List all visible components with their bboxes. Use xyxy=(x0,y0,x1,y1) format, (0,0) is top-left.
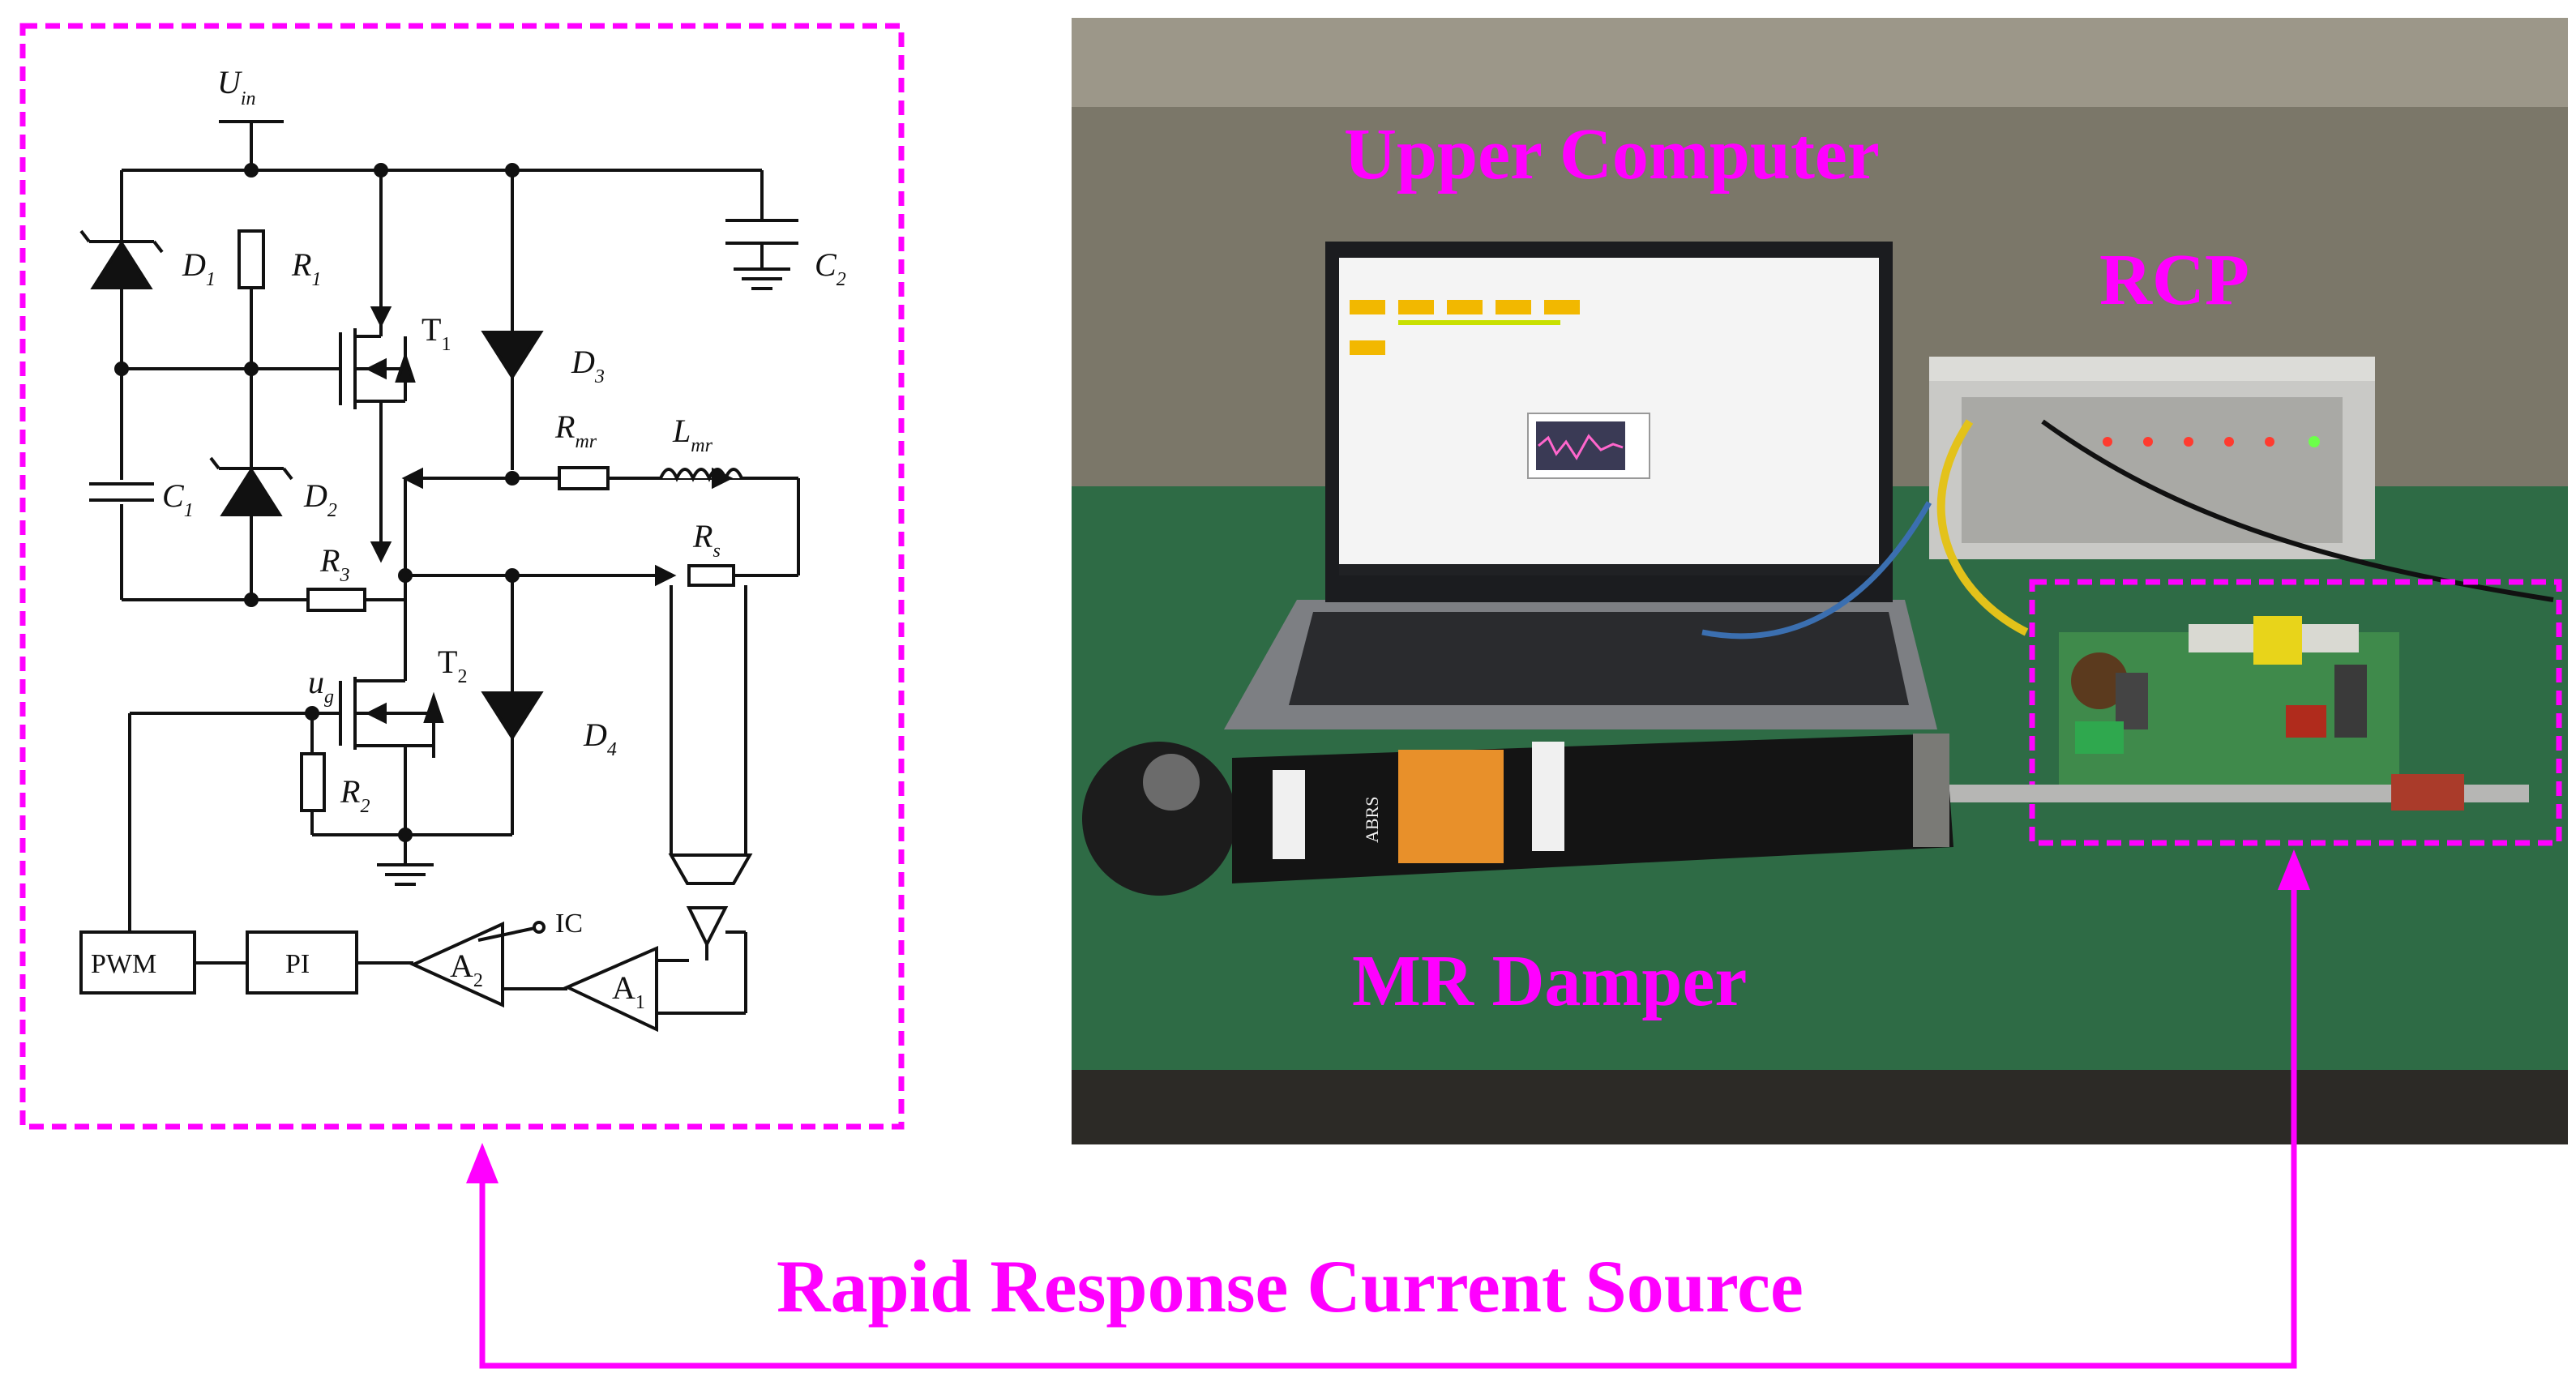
circuit-schematic xyxy=(19,23,905,1130)
label-ug: ug xyxy=(308,664,334,708)
current-sensor xyxy=(668,853,753,885)
caption-rapid-response-current-source: Rapid Response Current Source xyxy=(777,1245,1804,1328)
label-uin: Uin xyxy=(217,64,256,109)
label-r2: R2 xyxy=(340,773,370,817)
wall-panel xyxy=(1072,18,2568,107)
label-t2: T2 xyxy=(438,644,467,687)
resistor-rmr xyxy=(558,466,610,490)
cable-yellow xyxy=(1936,419,2029,636)
label-rs: Rs xyxy=(692,518,721,562)
label-lmr: Lmr xyxy=(672,413,713,456)
circuit-frame xyxy=(19,23,905,1130)
mosfet-t1 xyxy=(339,170,416,563)
pwm-block xyxy=(79,930,196,995)
label-d3: D3 xyxy=(571,344,605,387)
label-a2: A2 xyxy=(450,948,483,991)
cable-black xyxy=(2041,419,2554,602)
label-t1: T1 xyxy=(421,311,451,355)
label-c1: C1 xyxy=(162,477,194,521)
damper-label-sticker xyxy=(1398,750,1504,863)
mr-damper-rod xyxy=(1945,785,2529,802)
amplifier-a2 xyxy=(409,921,504,1008)
label-r1: R1 xyxy=(291,246,321,290)
label-a1: A1 xyxy=(612,969,645,1013)
current-source-highlight xyxy=(2029,579,2562,846)
label-pwm: PWM xyxy=(91,949,156,979)
diode-d4 xyxy=(481,691,544,741)
circuit-labels: Uin D1 R1 T1 D3 C2 Rmr Lmr Rs C1 D2 R3 u… xyxy=(91,64,846,1013)
zener-diode-d1 xyxy=(90,240,153,289)
resistor-r3 xyxy=(306,588,366,612)
lab-photo: ABRS Upper Computer RCP MR Damper xyxy=(1072,18,2568,1144)
zener-diode-d2 xyxy=(220,467,283,516)
label-rmr: Rmr xyxy=(554,409,597,452)
damper-print-text: ABRS xyxy=(1362,797,1382,843)
label-mr-damper: MR Damper xyxy=(1352,941,1747,1021)
label-d1: D1 xyxy=(182,246,216,290)
screen-taskbar xyxy=(1339,564,1879,575)
label-ic: IC xyxy=(555,909,583,939)
label-d2: D2 xyxy=(303,477,337,521)
label-pi: PI xyxy=(285,949,310,979)
label-c2: C2 xyxy=(815,246,846,290)
diode-d3 xyxy=(481,331,544,380)
resistor-r2 xyxy=(300,752,326,812)
laptop-keyboard xyxy=(1289,612,1909,705)
label-rcp: RCP xyxy=(2099,240,2249,320)
amplifier-a1 xyxy=(563,945,658,1033)
connection-arrow xyxy=(466,849,2310,1369)
bench-edge xyxy=(1072,1070,2568,1144)
label-upper-computer: Upper Computer xyxy=(1344,114,1880,195)
resistor-rs xyxy=(687,564,735,587)
resistor-r1 xyxy=(237,229,265,289)
label-d4: D4 xyxy=(583,717,617,760)
cable-blue xyxy=(1701,501,1932,640)
label-r3: R3 xyxy=(319,542,349,586)
